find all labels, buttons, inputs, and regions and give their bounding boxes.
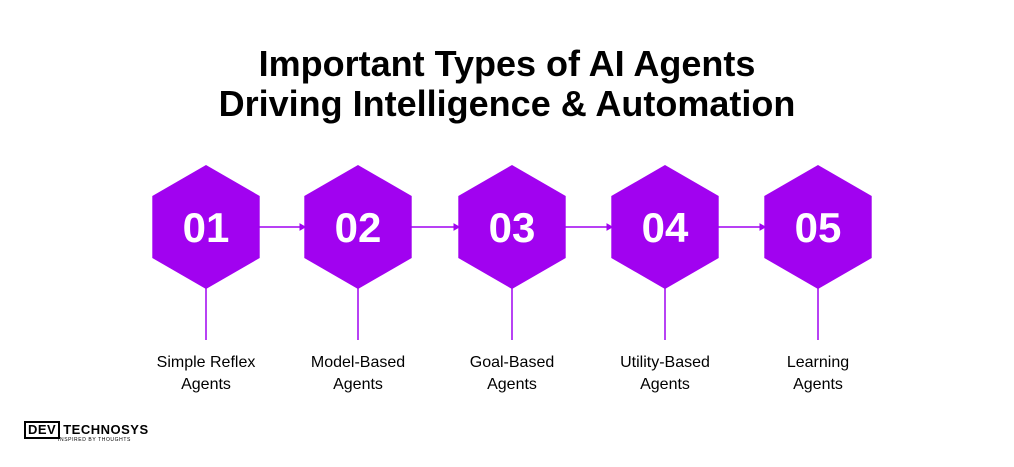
step-2-number: 02 [335,204,382,251]
step-1-hexagon-shape [152,165,260,289]
step-4-label-line-1: Utility-Based [620,354,710,371]
step-3-hexagon-shape [458,165,566,289]
step-2-hexagon-shape [304,165,412,289]
step-3-number: 03 [489,204,536,251]
step-5-hexagon: 05 [764,165,872,289]
title-line-2: Driving Intelligence & Automation [218,83,796,124]
logo-tagline: INSPIRED BY THOUGHTS [58,437,131,443]
step-1-hexagon: 01 [152,165,260,289]
step-5-number: 05 [795,204,842,251]
step-3-label-line-1: Goal-Based [469,354,555,371]
step-1-label-line-1: Simple Reflex [156,354,256,371]
step-2-label-line-2: Agents [333,376,383,393]
step-1-number: 01 [183,204,230,251]
step-5-label-line-2: Agents [793,376,843,393]
step-3-label-line-2: Agents [487,376,537,393]
step-2-hexagon: 02 [304,165,412,289]
step-3-hexagon: 03 [458,165,566,289]
step-4-label-line-2: Agents [640,376,690,393]
logo-dev: DEV [24,421,61,439]
step-5-hexagon-shape [764,165,872,289]
title-line-1: Important Types of AI Agents [258,43,756,84]
step-4-hexagon-shape [611,165,719,289]
step-5-label-line-1: Learning [786,354,850,371]
page-title: Important Types of AI Agents Driving Int… [0,44,1014,124]
step-1-label-line-2: Agents [181,376,231,393]
step-4-hexagon: 04 [611,165,719,289]
step-2-label-line-1: Model-Based [310,354,406,371]
logo-technosys: TECHNOSYS [63,422,149,437]
step-4-number: 04 [642,204,689,251]
